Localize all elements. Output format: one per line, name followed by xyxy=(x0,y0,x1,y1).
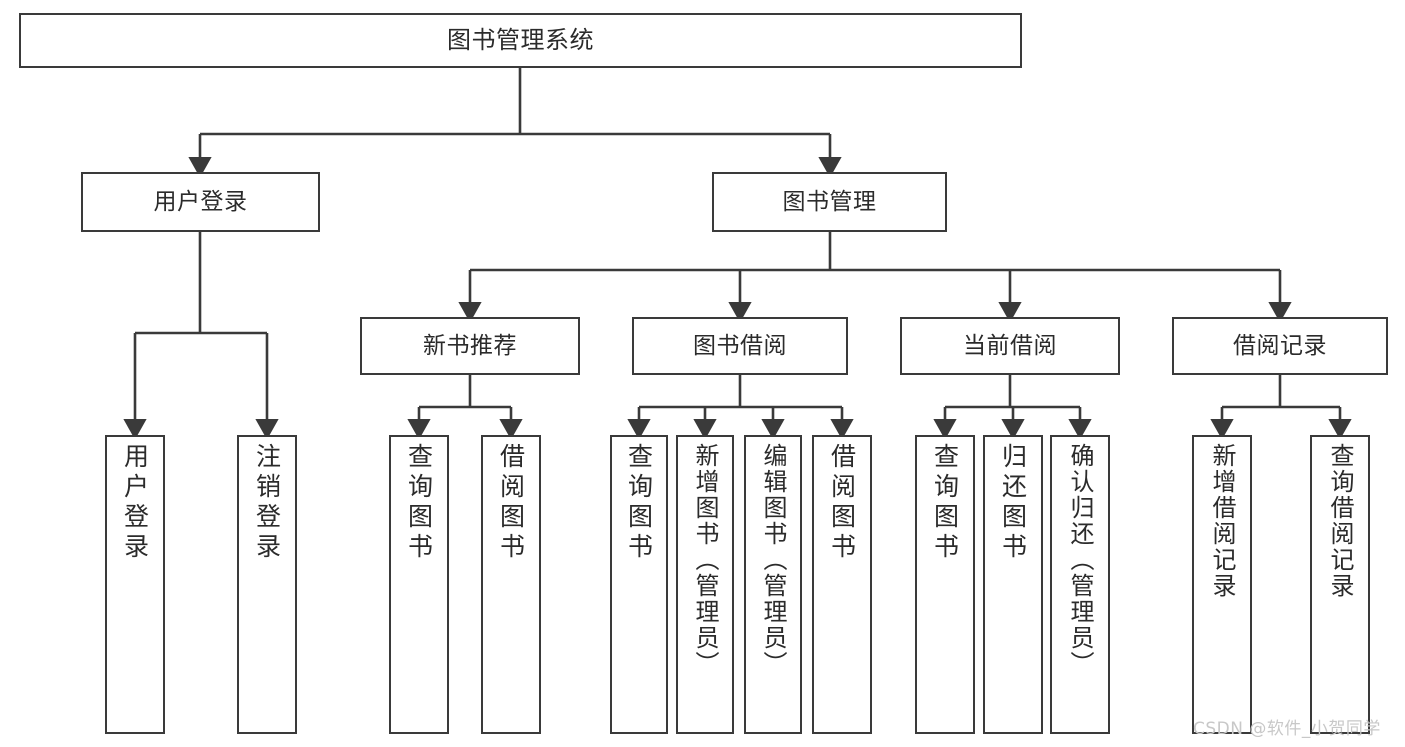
leaf-borrow-book-borrow[interactable]: 借阅图书 xyxy=(812,435,872,734)
node-label: 查询图书 xyxy=(930,443,960,563)
leaf-return-book[interactable]: 归还图书 xyxy=(983,435,1043,734)
node-borrow-record[interactable]: 借阅记录 xyxy=(1172,317,1388,375)
leaf-borrow-book-recommend[interactable]: 借阅图书 xyxy=(481,435,541,734)
node-label: 图书管理系统 xyxy=(447,25,594,54)
node-book-borrow[interactable]: 图书借阅 xyxy=(632,317,848,375)
node-label: 借阅图书 xyxy=(827,443,857,563)
leaf-query-borrow-record[interactable]: 查询借阅记录 xyxy=(1310,435,1370,734)
node-label: 编辑图书（管理员） xyxy=(759,443,787,677)
node-book-management[interactable]: 图书管理 xyxy=(712,172,947,232)
leaf-logout[interactable]: 注销登录 xyxy=(237,435,297,734)
node-new-book-recommend[interactable]: 新书推荐 xyxy=(360,317,580,375)
node-label: 图书借阅 xyxy=(693,332,787,359)
node-user-login[interactable]: 用户登录 xyxy=(81,172,320,232)
node-root-system[interactable]: 图书管理系统 xyxy=(19,13,1022,68)
leaf-query-book-borrow[interactable]: 查询图书 xyxy=(610,435,668,734)
node-label: 确认归还（管理员） xyxy=(1066,443,1094,677)
node-label: 借阅图书 xyxy=(496,443,526,563)
node-label: 查询图书 xyxy=(404,443,434,563)
node-label: 借阅记录 xyxy=(1233,332,1327,359)
leaf-user-login[interactable]: 用户登录 xyxy=(105,435,165,734)
leaf-query-book-recommend[interactable]: 查询图书 xyxy=(389,435,449,734)
node-label: 注销登录 xyxy=(252,443,282,563)
node-label: 新增借阅记录 xyxy=(1208,443,1236,599)
leaf-add-borrow-record[interactable]: 新增借阅记录 xyxy=(1192,435,1252,734)
node-label: 用户登录 xyxy=(153,188,248,215)
leaf-add-book-admin[interactable]: 新增图书（管理员） xyxy=(676,435,734,734)
node-label: 归还图书 xyxy=(998,443,1028,563)
leaf-query-book-current[interactable]: 查询图书 xyxy=(915,435,975,734)
node-label: 当前借阅 xyxy=(963,332,1057,359)
node-label: 图书管理 xyxy=(782,188,877,215)
node-label: 新增图书（管理员） xyxy=(691,443,719,677)
node-label: 查询借阅记录 xyxy=(1326,443,1354,599)
node-label: 新书推荐 xyxy=(423,332,517,359)
leaf-edit-book-admin[interactable]: 编辑图书（管理员） xyxy=(744,435,802,734)
csdn-watermark: CSDN @软件_小贺同学 xyxy=(1193,719,1381,739)
node-label: 用户登录 xyxy=(120,443,150,563)
node-current-borrow[interactable]: 当前借阅 xyxy=(900,317,1120,375)
node-label: 查询图书 xyxy=(624,443,654,563)
leaf-confirm-return-admin[interactable]: 确认归还（管理员） xyxy=(1050,435,1110,734)
